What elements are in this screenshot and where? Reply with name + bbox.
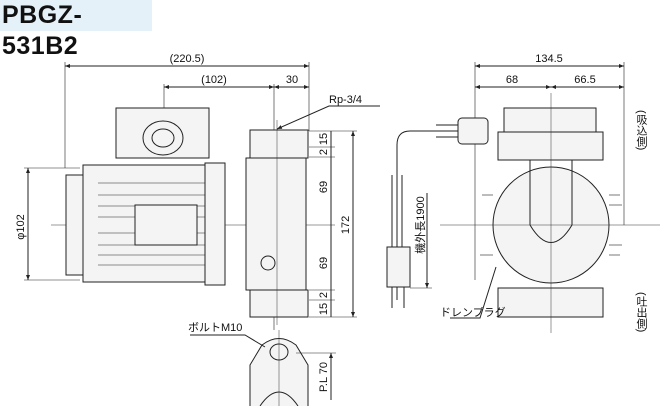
front-view: 134.5 68 66.5 機外長1900 ドレンプラグ (吸込側) (吐出側): [386, 53, 660, 333]
cable-length-label: 機外長1900: [413, 196, 427, 253]
width-left-dim: 68: [506, 74, 518, 86]
height-dim-3: 69: [318, 181, 330, 193]
overall-length-dim: (220.5): [170, 53, 205, 65]
discharge-flange: [497, 287, 604, 318]
height-dim-5: 2: [318, 292, 330, 298]
suction-side-label: (吸込側): [635, 110, 648, 150]
suction-flange: [497, 131, 604, 161]
outlet-flange: [249, 289, 309, 318]
model-title: PBGZ-531B2: [0, 0, 152, 60]
discharge-side-label: (吐出側): [635, 292, 648, 332]
height-dim-2: 2: [318, 149, 330, 155]
port-label: Rp-3/4: [329, 94, 362, 106]
height-dim-6: 15: [318, 303, 330, 315]
bottom-view: ボルトM10 P.L 70: [188, 321, 336, 406]
total-height-dim: 172: [340, 216, 352, 234]
fan-cover: [65, 174, 84, 276]
length-102-dim: (102): [201, 74, 227, 86]
pump-casing: [245, 157, 307, 291]
side-view: (220.5) (102) 30 Rp-3/4: [15, 53, 380, 330]
pl-70-dim: P.L 70: [318, 362, 330, 392]
inlet-flange: [249, 129, 309, 159]
cable-gland: [457, 117, 489, 145]
terminal-box: [115, 107, 210, 159]
width-right-dim: 66.5: [574, 74, 595, 86]
height-dim-1: 15: [318, 133, 330, 145]
motor-diameter-dim: φ102: [15, 214, 27, 240]
nameplate: [134, 204, 198, 246]
bolt-label: ボルトM10: [188, 321, 242, 334]
top-box: [503, 107, 597, 133]
power-plug: [386, 246, 411, 288]
length-30-dim: 30: [286, 74, 298, 86]
height-dim-4: 69: [318, 257, 330, 269]
drain-plug-label: ドレンプラグ: [440, 305, 506, 319]
overall-width-dim: 134.5: [535, 53, 563, 65]
